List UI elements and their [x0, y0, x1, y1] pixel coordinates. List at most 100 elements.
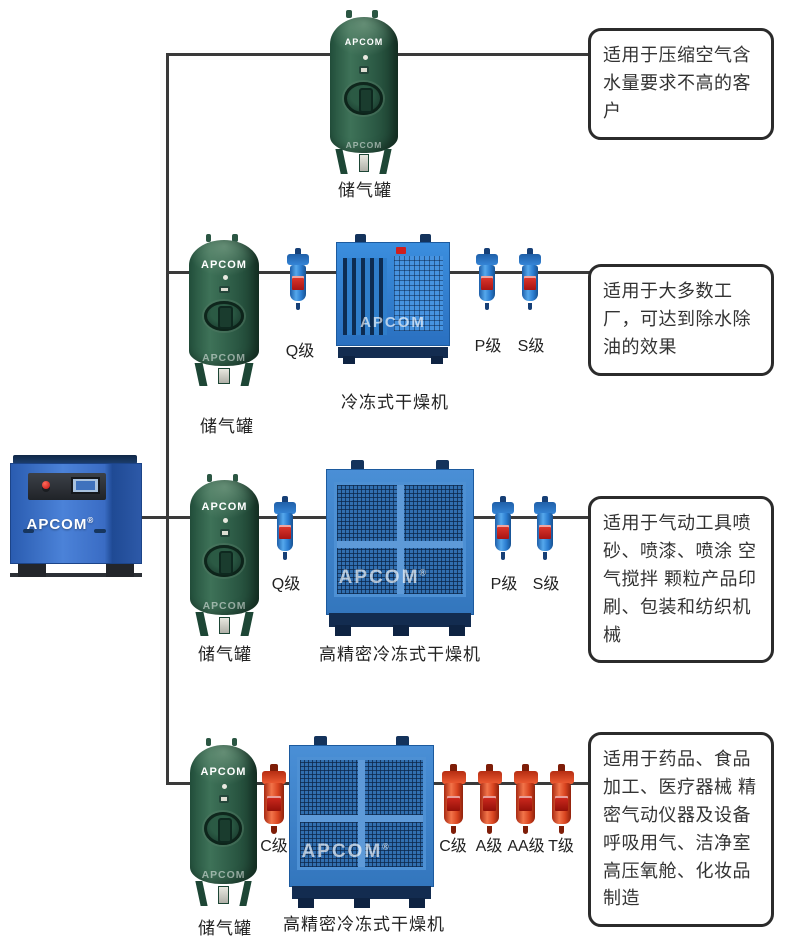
tank-leg [335, 149, 349, 174]
compressor-cabinet: APCOM® [10, 463, 142, 564]
lifting-lug [351, 460, 365, 469]
filter-aa-row4 [513, 764, 538, 834]
description-box-row1: 适用于压缩空气含水量要求不高的客户 [588, 28, 774, 140]
tank-label-row2: 储气罐 [200, 417, 254, 436]
filter-p-row2 [476, 248, 498, 310]
filter-cap [486, 764, 493, 774]
dryer-watermark: APCOM [360, 313, 426, 331]
filter-bowl [536, 513, 554, 552]
filter-cap [450, 764, 457, 774]
compressor-brand-label: APCOM® [26, 516, 95, 534]
tank-drain [358, 154, 370, 173]
lifting-lug [435, 460, 449, 469]
dryer-foot [392, 625, 409, 636]
filter-head [513, 771, 538, 784]
tank-shell: APCOM APCOM [190, 744, 257, 885]
dryer-watermark: APCOM® [338, 567, 429, 589]
filter-t-label-row4: T级 [548, 838, 574, 855]
filter-c-right-label-row4: C级 [439, 838, 467, 855]
tank-label-row4: 储气罐 [198, 919, 252, 938]
filter-aa-label-row4: AA级 [507, 838, 545, 855]
tank-manhole [203, 300, 244, 331]
dryer-mesh-panels [297, 757, 426, 870]
filter-drain [451, 825, 456, 834]
tank-valve [205, 234, 212, 242]
filter-head [441, 771, 466, 784]
emergency-stop-button [41, 480, 50, 489]
lifting-lug [355, 234, 366, 243]
pipe-trunk-vertical [166, 53, 169, 785]
tank-watermark: APCOM [201, 870, 246, 882]
lifting-lug [313, 736, 327, 745]
tank-nameplate [218, 794, 229, 804]
filter-q-label-row3: Q级 [271, 576, 301, 593]
dryer-condenser-grille [394, 256, 444, 331]
filter-cap [499, 496, 507, 505]
description-box-row3: 适用于气动工具喷砂、喷漆、喷涂 空气搅拌 颗粒产品印刷、包装和纺织机械 [588, 496, 774, 664]
registered-mark: ® [382, 841, 391, 852]
filter-c-left-row4 [261, 764, 287, 834]
tank-leg [240, 611, 254, 636]
description-box-row4: 适用于药品、食品加工、医疗器械 精密气动仪器及设备呼吸用气、洁净室高压氧舱、化妆… [588, 732, 774, 928]
filter-cap [281, 496, 289, 505]
storage-tank-row1: APCOM APCOM [330, 10, 398, 174]
filter-head [477, 771, 502, 784]
tank-shell: APCOM APCOM [190, 480, 259, 615]
tank-leg [194, 363, 208, 386]
filter-cap [541, 496, 549, 505]
tank-gauge-dot [362, 54, 368, 60]
tank-label-row3: 储气罐 [198, 645, 252, 664]
dryer-label-row4: 高精密冷冻式干燥机 [283, 915, 445, 934]
tank-manhole [344, 81, 384, 115]
tank-watermark: APCOM [202, 352, 246, 364]
tank-brand-label: APCOM [200, 765, 247, 778]
filter-c-left-label-row4: C级 [260, 838, 288, 855]
filter-bowl [276, 513, 294, 552]
filter-drain [295, 302, 301, 310]
compressor-control-panel [27, 472, 106, 500]
tank-leg [195, 611, 209, 636]
lifting-lug [420, 234, 431, 243]
filter-bowl [478, 264, 496, 302]
tank-drain [218, 616, 230, 635]
tank-brand-label: APCOM [201, 500, 248, 513]
filter-head [492, 502, 514, 514]
filter-a-label-row4: A级 [475, 838, 503, 855]
dryer-cabinet: APCOM® [326, 469, 474, 615]
dryer-foot [409, 897, 426, 908]
dryer-foot [342, 356, 356, 364]
air-compressor: APCOM® [10, 455, 142, 577]
filter-sticker [481, 276, 493, 290]
tank-brand-label: APCOM [344, 36, 384, 47]
filter-bowl [521, 264, 539, 302]
dryer-logo-badge [396, 247, 407, 255]
filter-bowl [516, 782, 535, 825]
tank-valve [231, 738, 237, 747]
tank-nameplate [219, 528, 230, 537]
filter-drain [282, 552, 288, 560]
filter-sticker [447, 796, 460, 811]
filter-drain [542, 552, 548, 560]
filter-a-row4 [477, 764, 502, 834]
filter-s-row3 [534, 496, 556, 560]
storage-tank-row3: APCOM APCOM [190, 474, 259, 636]
filter-head [519, 254, 541, 266]
filter-sticker [292, 276, 304, 290]
filter-q-row2 [287, 248, 309, 310]
tank-gauge-dot [222, 783, 228, 789]
filter-cap [294, 248, 302, 257]
filter-sticker [555, 796, 568, 811]
dryer-label-row3: 高精密冷冻式干燥机 [319, 645, 481, 664]
tank-valve [206, 738, 212, 747]
tank-leg [195, 880, 209, 906]
filter-p-label-row2: P级 [474, 338, 502, 355]
tank-watermark: APCOM [345, 139, 383, 150]
filter-bowl [480, 782, 499, 825]
registered-mark: ® [419, 568, 429, 579]
tank-manhole [204, 811, 243, 846]
dryer-cabinet: APCOM [336, 242, 450, 346]
tank-valve [232, 234, 238, 242]
filter-drain [484, 302, 490, 310]
filter-p-row3 [492, 496, 514, 560]
registered-mark: ® [87, 516, 95, 526]
